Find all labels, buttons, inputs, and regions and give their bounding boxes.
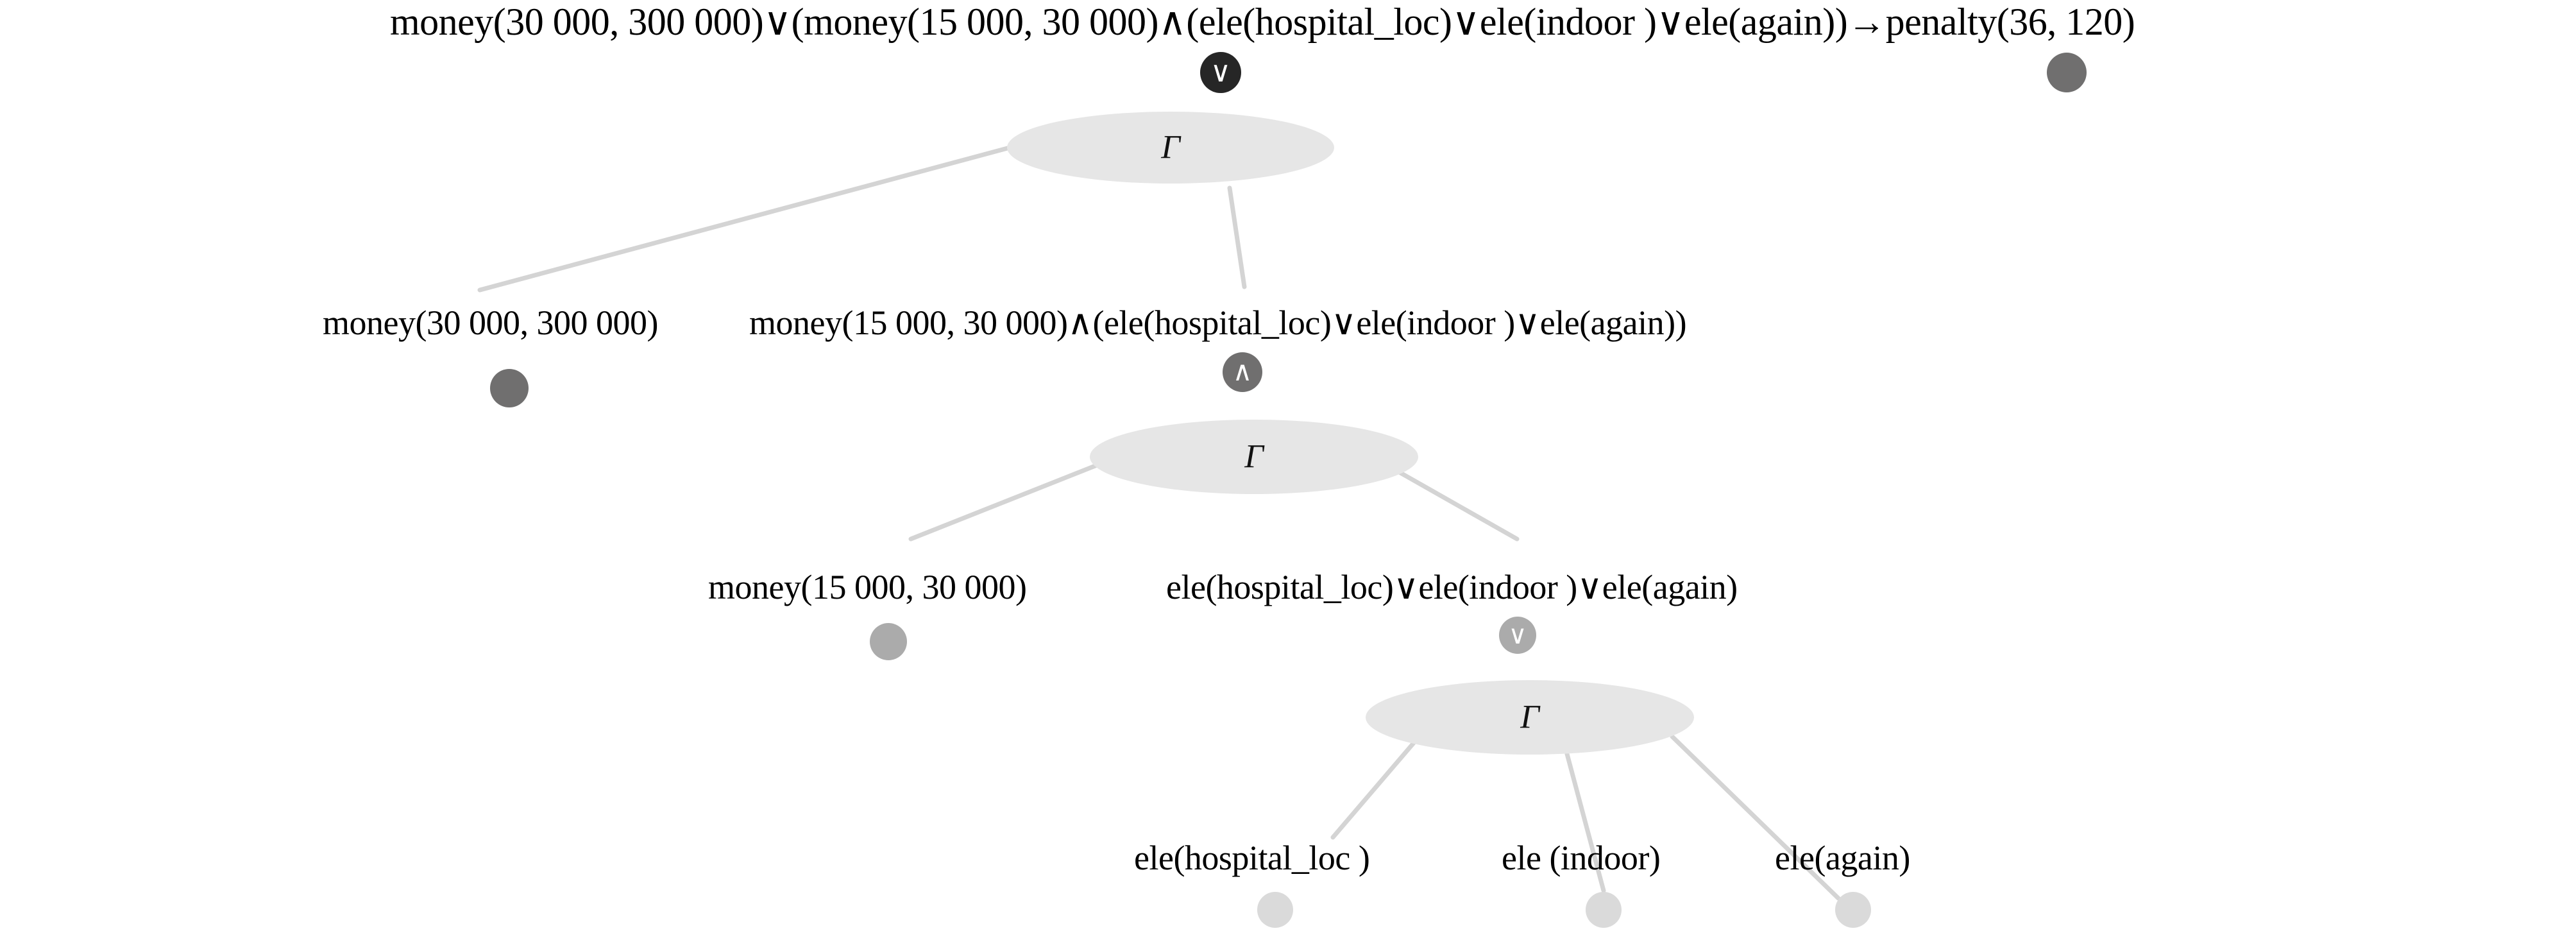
gamma-ellipse-l2[interactable]: Γ xyxy=(1090,420,1418,494)
penalty-node-dot[interactable] xyxy=(2047,53,2087,92)
or-symbol: ∨ xyxy=(1508,620,1527,649)
l4-b-label: ele (indoor) xyxy=(1502,839,1661,877)
root-formula-label: money(30 000, 300 000)∨(money(15 000, 30… xyxy=(390,1,2135,43)
gamma-ellipse-l3[interactable]: Γ xyxy=(1366,680,1694,755)
l4-b-dot[interactable] xyxy=(1586,892,1622,928)
gamma-label: Γ xyxy=(1520,699,1539,735)
and-symbol: ∧ xyxy=(1232,357,1253,387)
l2-operator-node[interactable]: ∧ xyxy=(1223,352,1262,392)
gamma-ellipse-root[interactable]: Γ xyxy=(1007,112,1334,184)
edge-l3-to-l4-b xyxy=(1564,751,1606,893)
edge-l3-to-l4-c xyxy=(1670,734,1841,901)
l4-c-dot[interactable] xyxy=(1835,892,1871,928)
edge-root-to-l2-right xyxy=(1227,185,1247,289)
root-operator-node[interactable]: ∨ xyxy=(1200,52,1241,93)
l2-left-label: money(30 000, 300 000) xyxy=(323,303,658,342)
l2-right-label: money(15 000, 30 000)∧(ele(hospital_loc)… xyxy=(749,303,1687,342)
edge-l2-to-l3-right xyxy=(1377,458,1520,542)
l3-operator-node[interactable]: ∨ xyxy=(1499,617,1536,654)
l2-left-dot[interactable] xyxy=(490,369,529,407)
edge-l3-to-l4-a xyxy=(1330,732,1423,840)
l4-a-label: ele(hospital_loc ) xyxy=(1134,839,1370,877)
gamma-label: Γ xyxy=(1244,438,1264,475)
gamma-label: Γ xyxy=(1161,129,1180,166)
l4-c-label: ele(again) xyxy=(1775,839,1910,877)
l3-left-dot[interactable] xyxy=(870,623,907,660)
l4-a-dot[interactable] xyxy=(1257,892,1293,928)
edge-root-to-l2-left xyxy=(477,135,1048,293)
l3-left-label: money(15 000, 30 000) xyxy=(708,568,1027,606)
or-symbol: ∨ xyxy=(1210,56,1232,88)
l3-right-label: ele(hospital_loc)∨ele(indoor )∨ele(again… xyxy=(1166,568,1738,606)
